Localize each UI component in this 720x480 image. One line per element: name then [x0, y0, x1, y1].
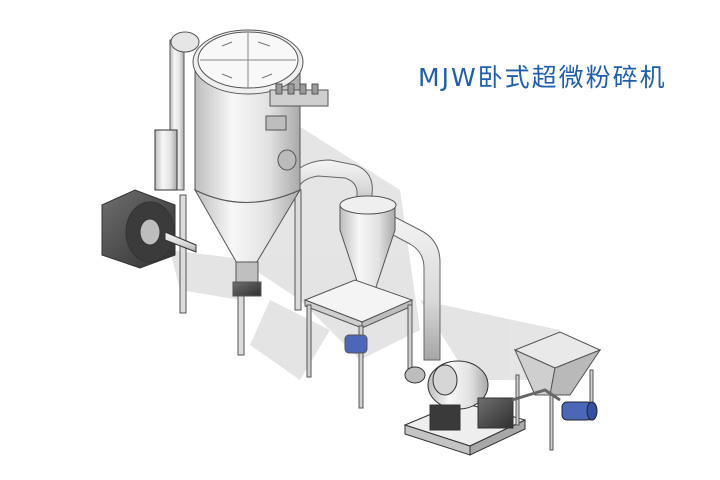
fan-icon	[101, 129, 197, 269]
cyclone-separator-icon	[303, 195, 414, 409]
mill-icon	[403, 360, 527, 456]
feed-hopper-icon	[511, 331, 602, 451]
product-title: MJW卧式超微粉碎机	[418, 63, 667, 92]
motor-icon	[561, 401, 598, 421]
